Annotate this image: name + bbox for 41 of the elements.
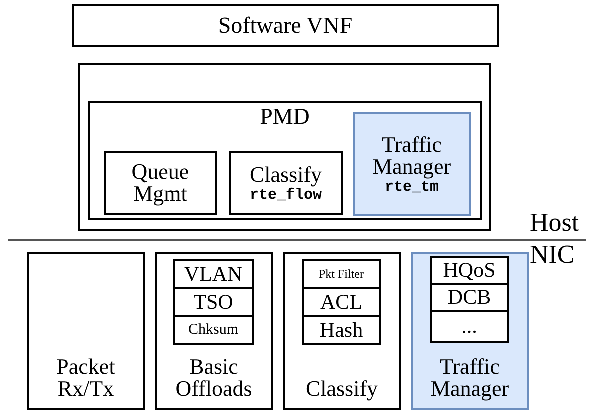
box-label: Pkt Filter <box>318 268 364 280</box>
box-label: ... <box>462 316 478 337</box>
code-label: rte_tm <box>384 180 439 194</box>
box-label: Classify <box>250 164 322 186</box>
feature-cell <box>173 315 254 345</box>
module-box <box>353 112 471 216</box>
hardware-block <box>27 252 145 410</box>
box-label: HQoS <box>443 260 496 281</box>
component-box <box>72 4 499 47</box>
module-box <box>104 151 217 215</box>
layer-label: Host <box>530 210 580 236</box>
hardware-block <box>411 252 529 410</box>
box-label: ACL <box>320 292 362 312</box>
box-label: Traffic Manager <box>430 356 510 400</box>
box-label: Basic Offloads <box>174 356 254 400</box>
feature-cell <box>430 283 509 312</box>
feature-cell <box>302 315 381 345</box>
box-label: DCB <box>448 287 492 308</box>
box-label: VLAN <box>184 264 243 284</box>
code-label: rte_flow <box>250 188 322 202</box>
driver-box <box>88 101 482 220</box>
layer-label: NIC <box>530 242 575 268</box>
box-label: Software VNF <box>218 14 353 37</box>
box-label: Queue Mgmt <box>130 161 190 205</box>
box-label: Classify <box>306 378 378 400</box>
feature-cell <box>302 259 381 289</box>
feature-cell <box>302 287 381 317</box>
module-box <box>229 151 343 215</box>
box-label: PMD <box>260 105 310 128</box>
box-label: Chksum <box>188 322 238 338</box>
box-label: Hash <box>320 320 364 340</box>
box-label: Traffic Manager <box>372 134 452 178</box>
feature-cell <box>173 287 254 317</box>
hardware-block <box>283 252 401 410</box>
hardware-block <box>155 252 273 410</box>
box-label: TSO <box>194 292 234 312</box>
framework-box <box>78 63 491 231</box>
feature-cell <box>430 256 509 285</box>
box-label: Packet Rx/Tx <box>56 356 116 400</box>
feature-cell <box>173 259 254 289</box>
feature-cell <box>430 310 509 343</box>
